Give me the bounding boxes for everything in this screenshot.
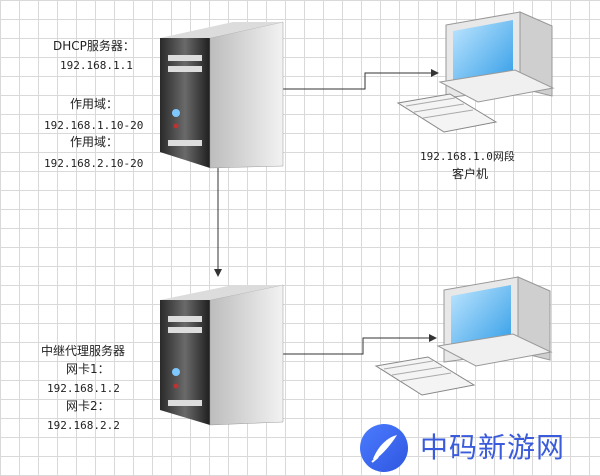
- watermark-logo-icon: [360, 424, 408, 472]
- dhcp-server-title: DHCP服务器：: [53, 38, 135, 55]
- relay-server-title: 中继代理服务器: [41, 343, 125, 360]
- relay-nic2-ip: 192.168.2.2: [47, 417, 120, 434]
- relay-nic1-ip: 192.168.1.2: [47, 380, 120, 397]
- watermark-text: 中码新游网: [420, 426, 565, 466]
- dhcp-scope-label-1: 作用域：: [70, 96, 118, 113]
- client-label: 客户机: [452, 166, 488, 183]
- relay-nic1-label: 网卡1：: [66, 361, 110, 378]
- dhcp-scope-range-1: 192.168.1.10-20: [44, 117, 143, 134]
- relay-nic2-label: 网卡2：: [66, 398, 110, 415]
- dhcp-scope-label-2: 作用域：: [70, 134, 118, 151]
- client-network-label: 192.168.1.0网段: [420, 148, 515, 165]
- dhcp-scope-range-2: 192.168.2.10-20: [44, 155, 143, 172]
- dhcp-server-ip: 192.168.1.1: [60, 57, 133, 74]
- watermark: 中码新游网: [352, 420, 600, 473]
